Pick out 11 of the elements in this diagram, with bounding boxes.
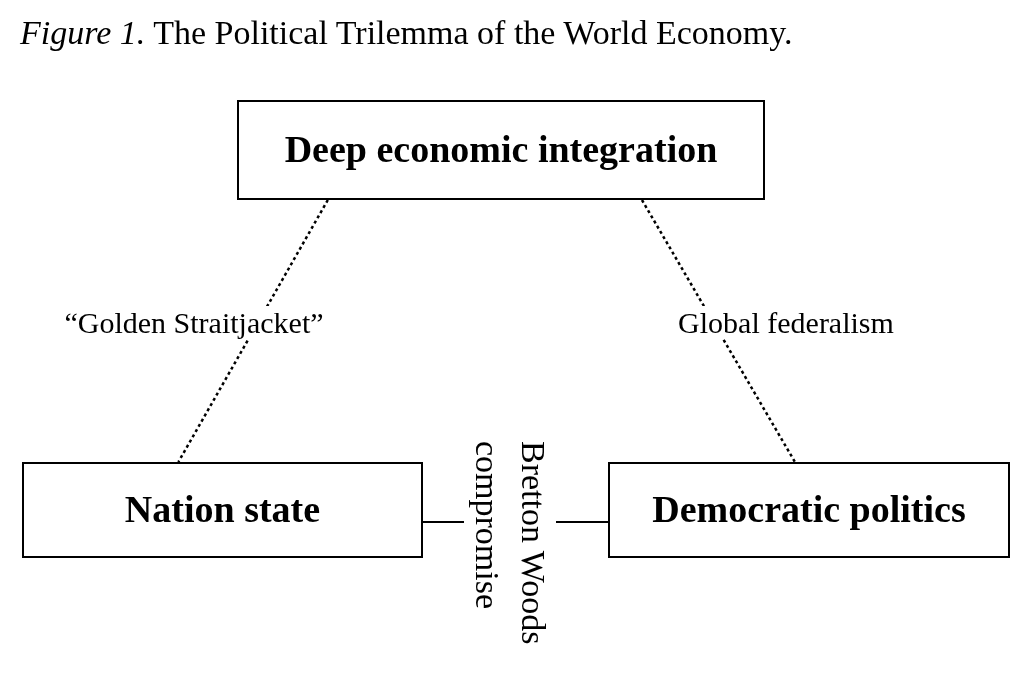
- connector-line: [177, 199, 329, 463]
- connector-line: [640, 199, 796, 463]
- edge-label: “Golden Straitjacket”: [64, 305, 324, 339]
- figure-title: Figure 1. The Political Trilemma of the World Economy.: [20, 14, 793, 52]
- concept-box: [22, 462, 423, 558]
- node-text: Deep economic integration: [284, 129, 718, 171]
- node-text: Democratic politics: [652, 489, 966, 531]
- concept-box: [608, 462, 1010, 558]
- node-text: Nation state: [124, 489, 321, 531]
- concept-box: [237, 100, 765, 200]
- edge-label: Global federalism: [678, 305, 894, 339]
